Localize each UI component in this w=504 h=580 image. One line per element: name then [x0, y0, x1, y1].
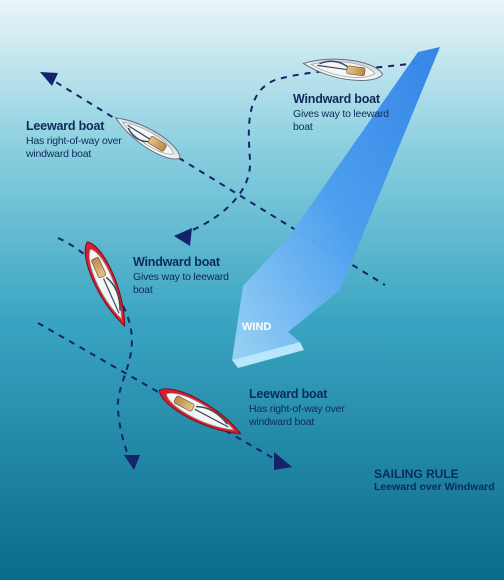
boat-windward-top — [302, 58, 384, 81]
label-windward-top-desc-1: Gives way to leeward — [293, 107, 389, 120]
label-windward-top-title: Windward boat — [293, 92, 380, 106]
wind-label: WIND — [242, 321, 272, 333]
course-line-leeward-bottom — [37, 322, 281, 463]
course-arrowheads — [40, 72, 292, 470]
label-windward-bottom: Windward boat Gives way to leeward boat — [133, 255, 229, 297]
arrowhead-windward-bottom — [124, 455, 140, 470]
boat-leeward-top — [114, 117, 181, 160]
label-windward-bottom-desc-2: boat — [133, 283, 153, 296]
label-windward-top-desc-2: boat — [293, 120, 313, 133]
arrowhead-windward-top — [174, 228, 192, 246]
label-windward-bottom-title: Windward boat — [133, 255, 220, 269]
boat-leeward-bottom — [158, 388, 242, 435]
label-leeward-bottom-title: Leeward boat — [249, 387, 328, 401]
label-leeward-bottom-desc-1: Has right-of-way over — [249, 402, 345, 415]
sailing-rule-subtitle: Leeward over Windward — [374, 481, 495, 493]
label-leeward-top: Leeward boat Has right-of-way over windw… — [26, 119, 122, 161]
sailing-rule-title: SAILING RULE — [374, 467, 459, 481]
label-leeward-top-title: Leeward boat — [26, 119, 105, 133]
label-leeward-top-desc-2: windward boat — [26, 147, 92, 160]
arrowhead-leeward-top — [40, 72, 58, 86]
label-windward-bottom-desc-1: Gives way to leeward — [133, 270, 229, 283]
label-windward-top: Windward boat Gives way to leeward boat — [293, 92, 389, 134]
wind-arrow — [232, 47, 440, 368]
arrowhead-leeward-bottom — [274, 452, 292, 470]
sailing-rule: SAILING RULE Leeward over Windward — [374, 467, 495, 493]
label-leeward-bottom: Leeward boat Has right-of-way over windw… — [249, 387, 345, 429]
boat-windward-bottom — [84, 241, 126, 328]
label-leeward-top-desc-1: Has right-of-way over — [26, 134, 122, 147]
label-leeward-bottom-desc-2: windward boat — [249, 415, 315, 428]
